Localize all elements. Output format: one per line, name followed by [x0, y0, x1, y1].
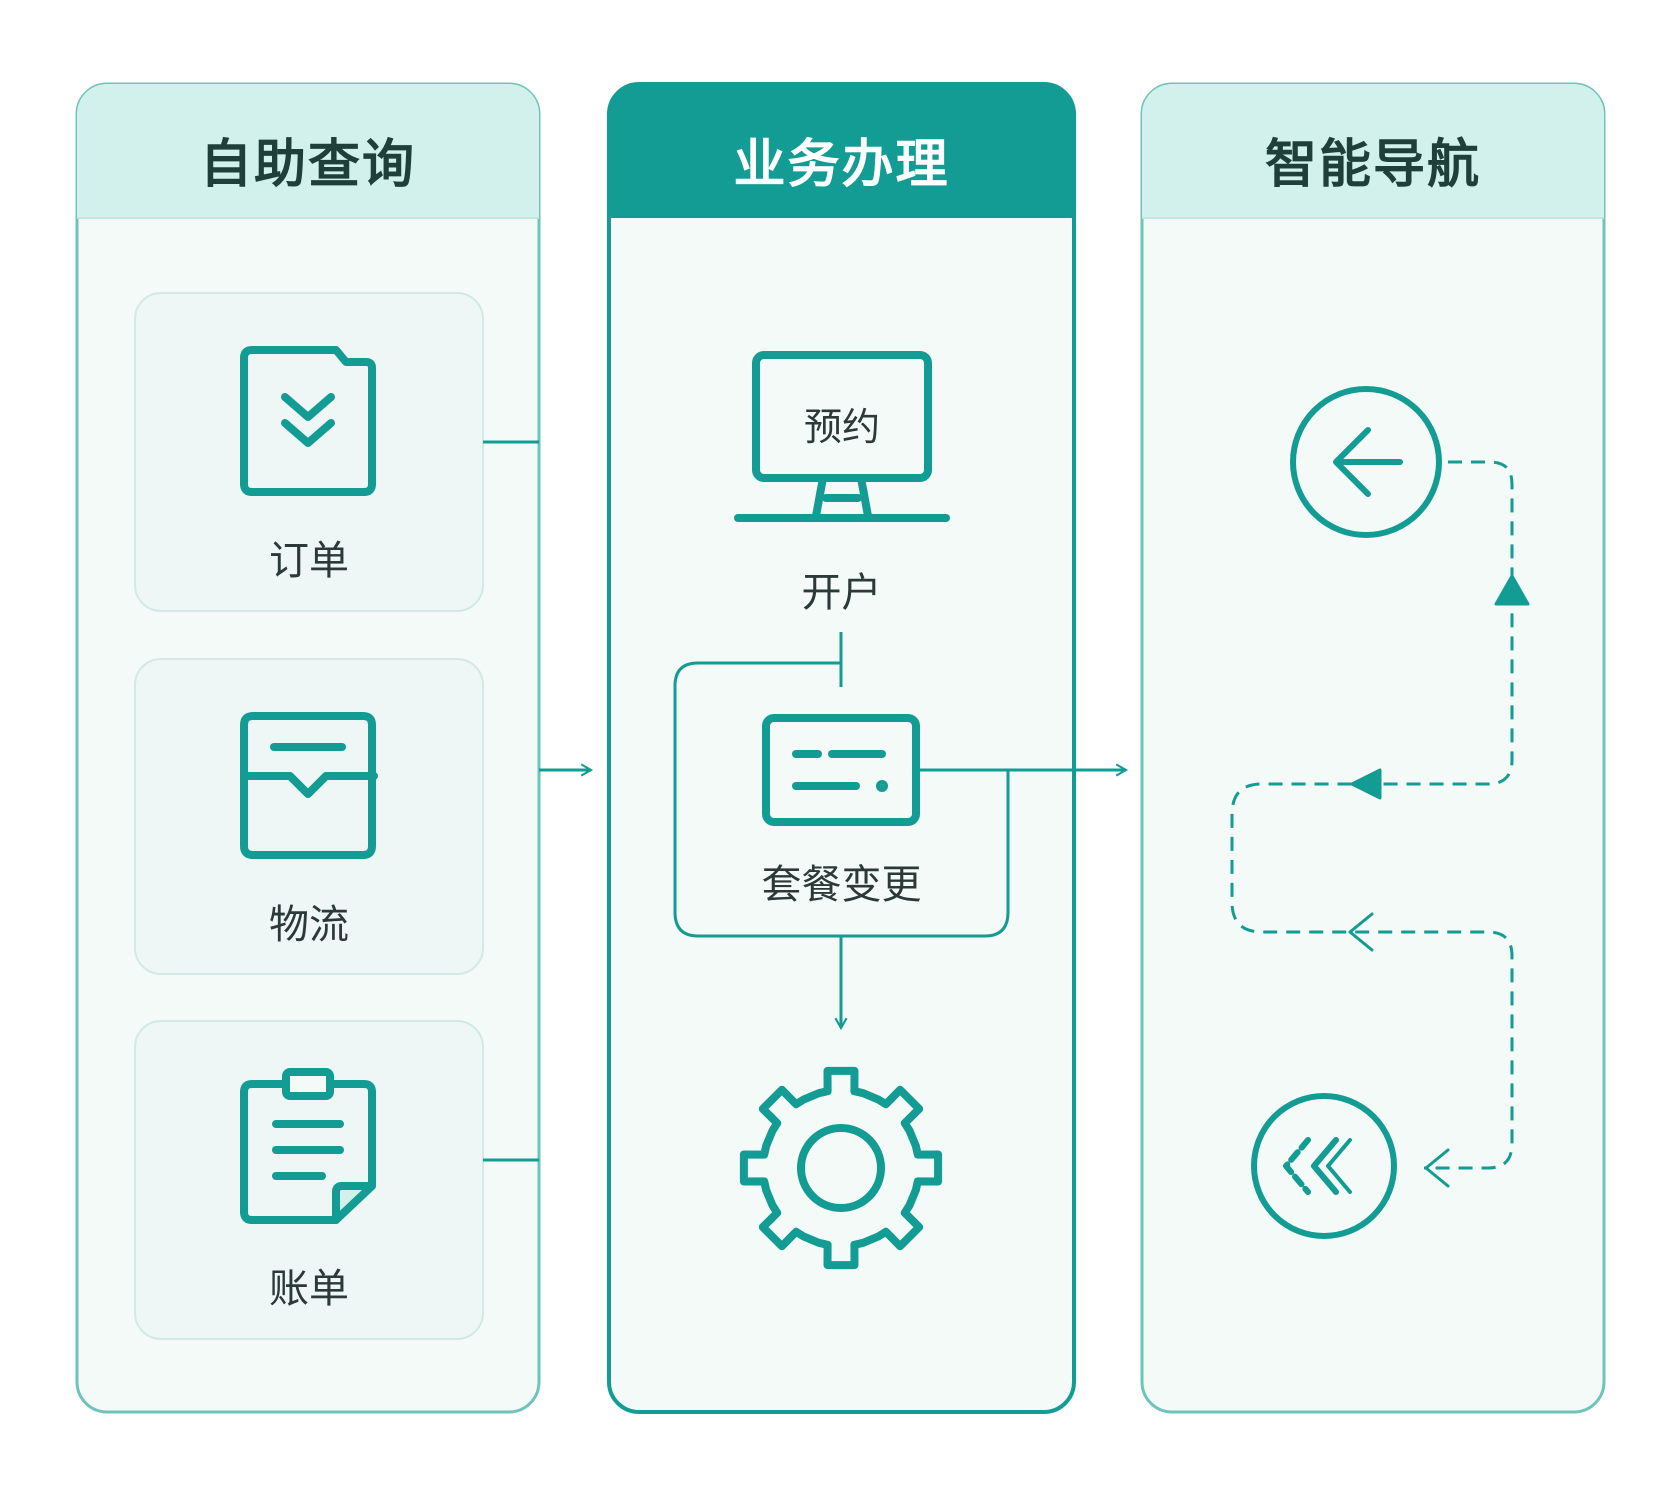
header-business: 业务办理 — [733, 135, 950, 195]
monitor-icon[interactable] — [734, 351, 950, 522]
card-logistics[interactable] — [134, 658, 484, 975]
item-label-open-account: 开户 — [801, 570, 882, 616]
business-bracket — [673, 632, 1129, 1031]
item-label-plan-change: 套餐变更 — [761, 862, 922, 908]
back-arrow-circle-icon[interactable] — [1290, 386, 1442, 538]
logistics-folder-icon — [240, 712, 378, 859]
left-card-connectors — [483, 440, 539, 1162]
item-label-bill: 账单 — [269, 1266, 349, 1312]
card-icon[interactable] — [762, 714, 920, 826]
card-order[interactable] — [134, 292, 484, 612]
item-label-order: 订单 — [269, 538, 349, 584]
item-label-logistics: 物流 — [269, 902, 349, 948]
order-download-icon — [240, 346, 376, 496]
chevrons-circle-icon[interactable] — [1251, 1093, 1397, 1239]
header-smart-nav: 智能导航 — [1264, 135, 1481, 195]
header-self-query: 自助查询 — [199, 135, 416, 195]
gear-icon[interactable] — [739, 1066, 943, 1270]
monitor-screen-text: 预约 — [803, 405, 880, 449]
bill-clipboard-icon — [240, 1068, 376, 1224]
nav-path-arrows — [1348, 574, 1530, 1188]
panel-smart-nav — [1140, 82, 1606, 1414]
panel-business — [607, 82, 1076, 1414]
nav-dashed-path — [1230, 460, 1514, 1170]
